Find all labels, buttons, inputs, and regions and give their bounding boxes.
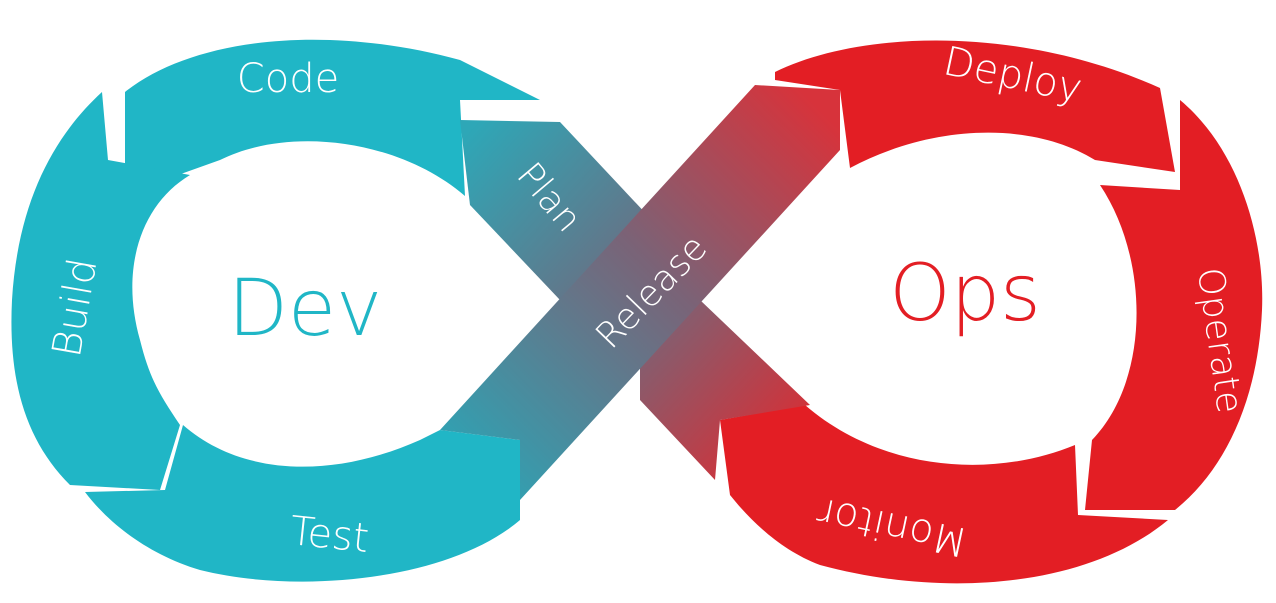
stage-label-code: Code [237,56,339,102]
ops-segment-monitor [720,405,1168,584]
dev-segment-build [11,92,190,490]
ops-segment-operate [1085,100,1263,510]
ops-segment-deploy [775,40,1175,172]
dev-title: Dev [228,264,382,354]
ops-ring [640,40,1263,584]
ops-title: Ops [889,249,1041,339]
dev-segment-code [125,39,540,196]
ops-band-lower [640,300,810,480]
release-band [440,85,840,500]
dev-segment-test [85,425,520,582]
stage-label-test: Test [288,508,371,562]
